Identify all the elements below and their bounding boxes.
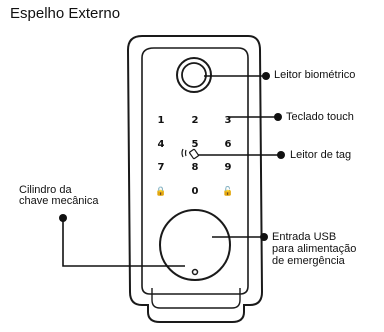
key-0: 0 (192, 186, 199, 197)
key-unlock: 🔓 (222, 185, 233, 197)
label-usb-line2: para alimentação (272, 243, 357, 255)
lower-panel-outline (151, 288, 241, 309)
dot-cylinder (59, 214, 67, 222)
label-keypad: Teclado touch (286, 111, 354, 123)
label-tag-reader: Leitor de tag (290, 149, 352, 161)
key-lock: 🔒 (155, 186, 166, 197)
usb-port (191, 268, 199, 276)
key-4: 4 (158, 139, 165, 150)
label-usb-line3: de emergência (272, 255, 345, 267)
dot-usb (260, 233, 268, 241)
dot-biometric (262, 72, 270, 80)
fingerprint-reader-outer (176, 57, 212, 93)
leader-cylinder (62, 218, 185, 267)
key-7: 7 (158, 162, 165, 173)
key-6: 6 (225, 139, 232, 150)
label-cylinder-line1: Cilindro da (19, 184, 72, 196)
fingerprint-reader-inner (181, 62, 207, 88)
key-1: 1 (158, 115, 165, 126)
label-biometric: Leitor biométrico (274, 69, 356, 81)
key-9: 9 (225, 162, 232, 173)
label-cylinder-line2: chave mecânica (19, 195, 99, 207)
dot-keypad (274, 113, 282, 121)
key-8: 8 (192, 162, 199, 173)
dot-tag (277, 151, 285, 159)
keypad: 1 2 3 4 5 6 7 8 9 🔒 0 🔓 (155, 115, 233, 197)
device-outer-body (126, 35, 264, 323)
key-cylinder (159, 209, 231, 281)
key-3: 3 (225, 115, 232, 126)
label-usb-line1: Entrada USB (272, 231, 337, 243)
key-5: 5 (192, 139, 199, 150)
diagram-title: Espelho Externo (10, 5, 121, 22)
nfc-tag-icon (181, 148, 199, 160)
key-2: 2 (192, 115, 199, 126)
